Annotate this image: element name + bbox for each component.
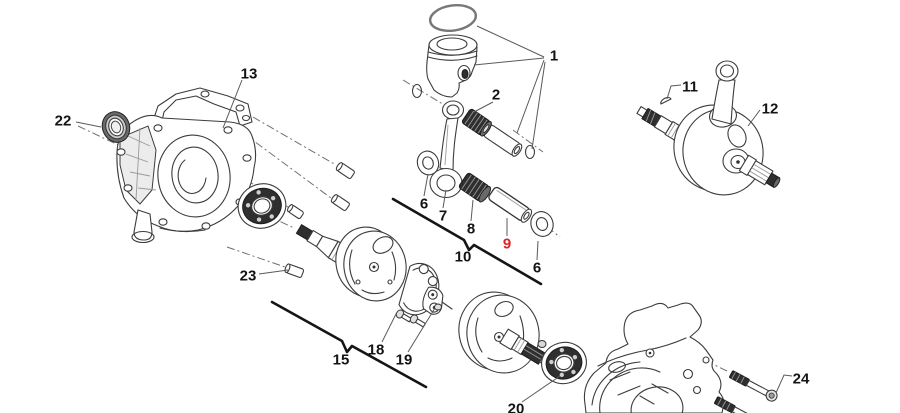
- callout-7[interactable]: 7: [438, 207, 448, 225]
- callout-8[interactable]: 8: [466, 220, 476, 238]
- callout-10[interactable]: 10: [454, 248, 472, 266]
- group-braces: [270, 197, 543, 389]
- callout-20[interactable]: 20: [507, 400, 525, 413]
- rod-shaft: [439, 117, 459, 172]
- crankcase-bolts: [714, 370, 778, 413]
- brace-group-10: [391, 197, 543, 286]
- thrust-washer-right: [530, 211, 554, 237]
- callout-2[interactable]: 2: [491, 86, 501, 104]
- dowel-pins: [284, 162, 355, 278]
- callout-12[interactable]: 12: [761, 100, 779, 118]
- crankshaft-rod: [711, 79, 736, 125]
- crankshaft-assembly: [636, 60, 781, 196]
- main-bearing-right: [541, 341, 587, 385]
- callout-22[interactable]: 22: [54, 112, 72, 130]
- callout-13[interactable]: 13: [240, 65, 258, 83]
- woodruff-key: [660, 96, 672, 105]
- piston-kit: [411, 4, 536, 160]
- callout-6-right[interactable]: 6: [532, 259, 542, 277]
- circlip-right: [524, 144, 536, 160]
- big-end-bearing: [458, 172, 492, 203]
- crank-pin: [488, 186, 533, 223]
- circlip-left: [411, 83, 423, 99]
- callout-6-left[interactable]: 6: [419, 195, 429, 213]
- callout-24[interactable]: 24: [792, 370, 810, 388]
- piston-ring: [428, 4, 478, 32]
- shaft-nut: [537, 340, 547, 348]
- callout-15[interactable]: 15: [332, 351, 350, 369]
- crank-web-left-group: [295, 224, 453, 328]
- crankcase-half-left: [116, 87, 257, 244]
- brace-group-15: [270, 300, 428, 389]
- callout-1[interactable]: 1: [549, 47, 559, 65]
- crankcase-bolt-upper: [729, 370, 778, 402]
- oil-seal: [101, 111, 131, 143]
- callout-19[interactable]: 19: [395, 351, 413, 369]
- callout-23[interactable]: 23: [239, 267, 257, 285]
- callout-11[interactable]: 11: [682, 78, 698, 96]
- connecting-rod-kit: [416, 100, 554, 237]
- crankshaft-right-shaft: [738, 154, 781, 188]
- callout-9-highlighted[interactable]: 9: [502, 235, 512, 253]
- ball-bearing-left: [237, 183, 287, 229]
- callout-18[interactable]: 18: [367, 341, 385, 359]
- small-end-bearing: [461, 108, 492, 137]
- crankcase-half-right: [583, 302, 725, 413]
- thrust-washer-left: [416, 150, 440, 176]
- crank-web-right-group: [458, 291, 587, 385]
- leader-lines: [75, 25, 793, 403]
- crankcase-bolt-lower: [714, 396, 755, 413]
